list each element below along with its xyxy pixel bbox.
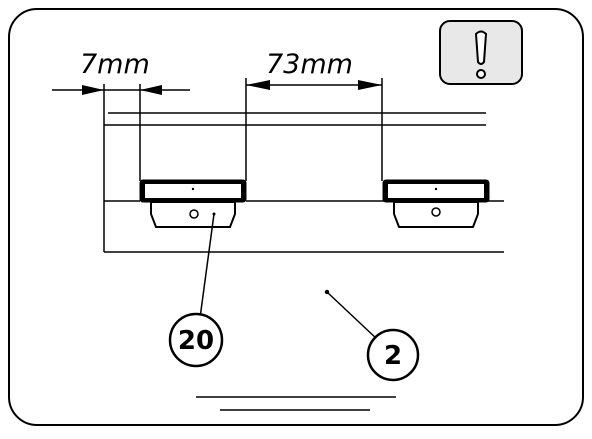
callout-20-label: 20 bbox=[178, 326, 214, 356]
leader-line-2 bbox=[326, 291, 379, 341]
dimension-label-left: 7mm bbox=[80, 49, 150, 80]
callout-20: 20 bbox=[168, 312, 224, 368]
mounting-bracket-left bbox=[139, 179, 247, 228]
dimension-7mm: 7mm bbox=[52, 49, 190, 95]
leader-line-20 bbox=[199, 213, 215, 319]
dimension-73mm: 73mm bbox=[246, 49, 382, 90]
callout-2: 2 bbox=[366, 328, 420, 382]
mounting-bracket-right bbox=[382, 179, 490, 228]
extension-lines bbox=[103, 78, 383, 252]
rail-lines bbox=[104, 112, 504, 253]
exclamation-warning-icon bbox=[439, 20, 523, 85]
bottom-lines bbox=[196, 396, 396, 411]
callout-2-label: 2 bbox=[384, 341, 402, 371]
dimension-label-spacing: 73mm bbox=[266, 49, 353, 80]
